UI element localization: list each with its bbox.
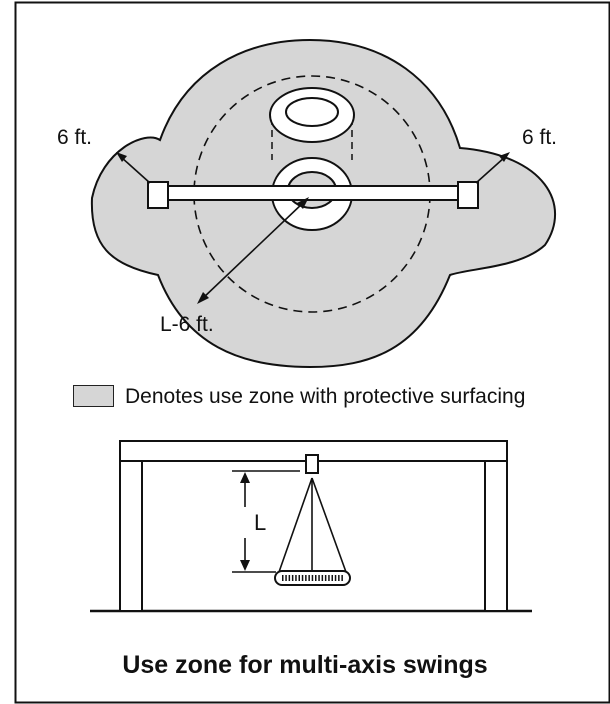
clearance-label-left: 6 ft. bbox=[57, 126, 93, 149]
post-left-top-view bbox=[147, 181, 169, 209]
clearance-arrow-right bbox=[475, 156, 506, 184]
radius-label: L-6 ft. bbox=[160, 313, 214, 336]
radius-arrow bbox=[201, 201, 305, 300]
figure-caption: Use zone for multi-axis swings bbox=[122, 651, 488, 679]
length-arrowhead-bottom bbox=[240, 560, 250, 571]
clearance-arrowhead-right bbox=[499, 152, 510, 162]
chain-right bbox=[311, 477, 347, 573]
post-right-top-view bbox=[457, 181, 479, 209]
chain-left bbox=[278, 477, 313, 573]
swing-beam-top-view bbox=[164, 185, 462, 201]
radius-arrowhead-inner bbox=[297, 197, 309, 209]
post-left-side-view bbox=[119, 440, 143, 612]
post-right-side-view bbox=[484, 440, 508, 612]
swing-hanger bbox=[305, 454, 319, 474]
clearance-label-right: 6 ft. bbox=[522, 126, 558, 149]
clearance-arrow-left bbox=[120, 156, 151, 184]
clearance-arrowhead-left bbox=[116, 152, 127, 162]
length-label: L bbox=[254, 510, 267, 535]
radius-arrowhead-outer bbox=[197, 292, 209, 304]
legend-swatch bbox=[73, 385, 114, 407]
tire-displaced-hole bbox=[285, 97, 339, 127]
length-arrowhead-top bbox=[240, 472, 250, 483]
legend-text: Denotes use zone with protective surfaci… bbox=[125, 385, 526, 408]
